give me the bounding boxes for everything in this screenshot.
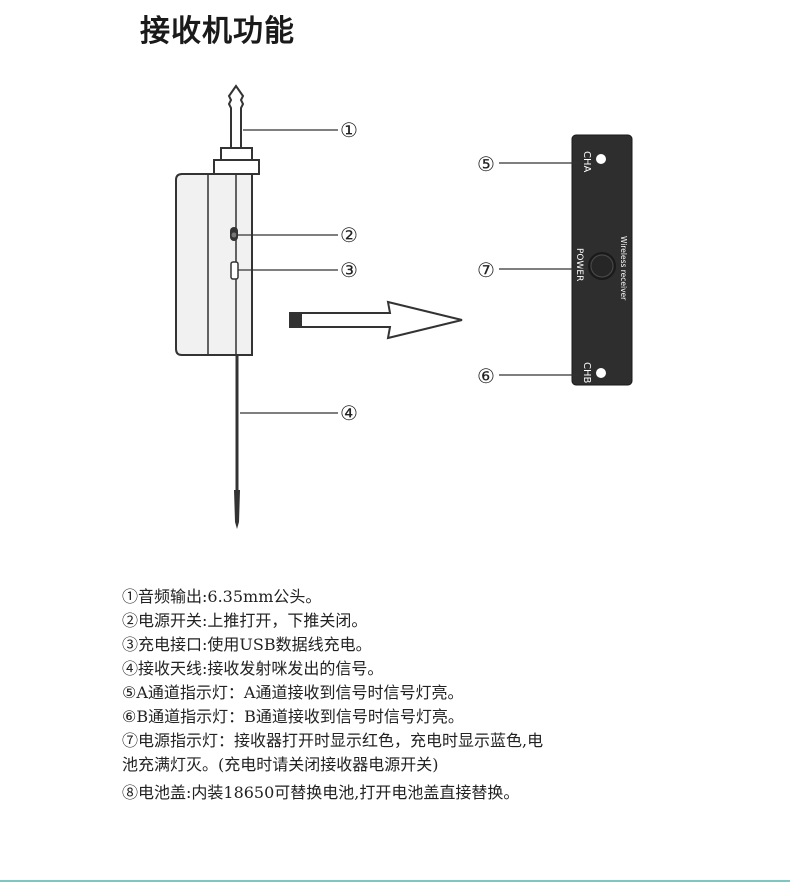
desc-item-5: ⑤A通道指示灯：A通道接收到信号时信号灯亮。 <box>122 683 464 702</box>
leader-lines-left <box>236 129 338 414</box>
direction-arrow <box>289 300 463 340</box>
desc-item-3: ③充电接口:使用USB数据线充电。 <box>122 635 372 654</box>
desc-item-1: ①音频输出:6.35mm公头。 <box>122 587 322 606</box>
receiver-diagram: ① ② ③ ④ CHA POWER Wireless receiver CHB … <box>175 84 633 529</box>
desc-item-7-cont: 池充满灯灭。(充电时请关闭接收器电源开关) <box>122 755 439 774</box>
cha-label: CHA <box>581 151 592 173</box>
charging-port <box>230 261 239 280</box>
callout-5: ⑤ <box>477 152 495 176</box>
power-switch <box>230 227 238 241</box>
desc-item-4: ④接收天线:接收发射咪发出的信号。 <box>122 659 384 678</box>
bottom-accent-rule <box>0 880 790 882</box>
receiver-device <box>175 84 260 529</box>
wireless-receiver-label: Wireless receiver <box>619 236 628 301</box>
page-title: 接收机功能 <box>140 14 295 49</box>
callout-4: ④ <box>340 401 358 425</box>
function-descriptions: ①音频输出:6.35mm公头。 ②电源开关:上推打开，下推关闭。 ③充电接口:使… <box>122 585 722 805</box>
audio-jack-plug <box>213 84 260 175</box>
callout-1: ① <box>340 118 358 142</box>
power-button <box>588 252 616 280</box>
chb-indicator-led <box>596 368 606 378</box>
desc-item-6: ⑥B通道指示灯：B通道接收到信号时信号灯亮。 <box>122 707 464 726</box>
receiver-body <box>175 173 253 356</box>
callout-3: ③ <box>340 258 358 282</box>
callout-7: ⑦ <box>477 258 495 282</box>
callout-6: ⑥ <box>477 364 495 388</box>
antenna <box>234 355 240 529</box>
desc-item-2: ②电源开关:上推打开，下推关闭。 <box>122 611 368 630</box>
callout-2: ② <box>340 223 358 247</box>
control-panel: CHA POWER Wireless receiver CHB <box>571 134 633 386</box>
desc-item-8: ⑧电池盖:内装18650可替换电池,打开电池盖直接替换。 <box>122 783 520 802</box>
chb-label: CHB <box>581 362 592 384</box>
power-label: POWER <box>574 248 584 281</box>
cha-indicator-led <box>596 154 606 164</box>
desc-item-7: ⑦电源指示灯：接收器打开时显示红色，充电时显示蓝色,电 <box>122 731 544 750</box>
leader-lines-right <box>499 162 588 376</box>
direction-arrow-tail <box>290 313 302 327</box>
